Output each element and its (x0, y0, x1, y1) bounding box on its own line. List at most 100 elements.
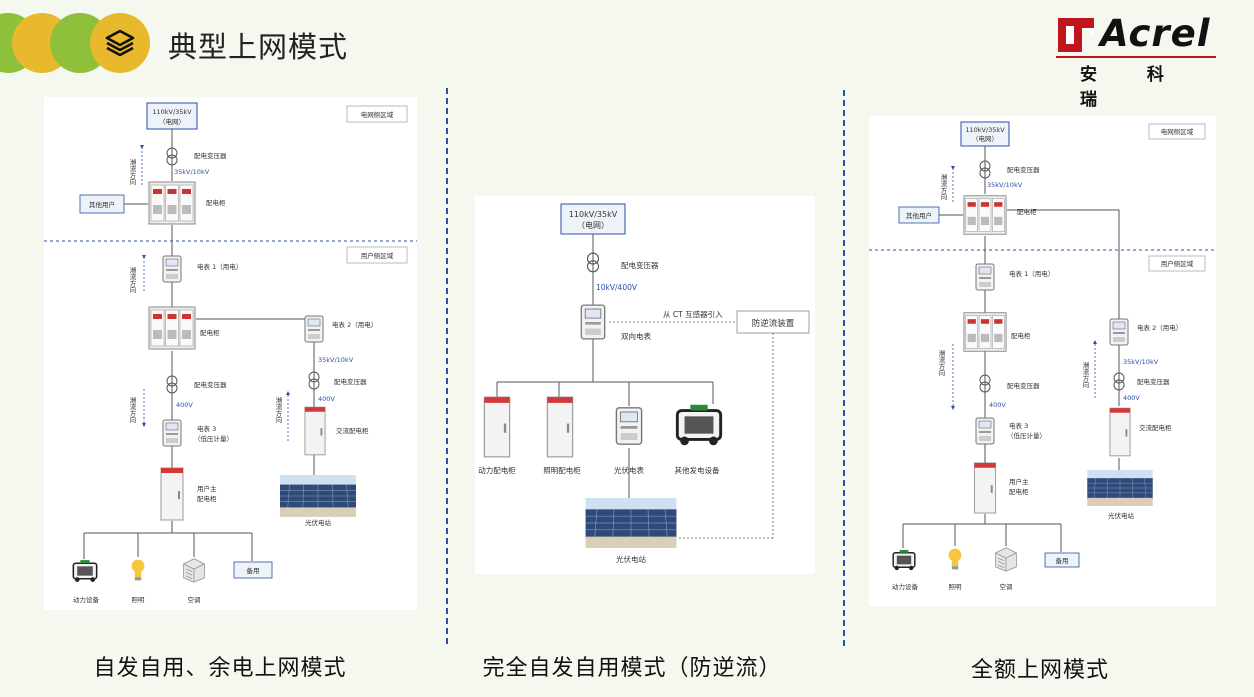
logo-brand: Acrel (1100, 12, 1211, 55)
grid-source-label-2: 110kV/35kV (569, 210, 618, 219)
ac-cabinet-label-p3: 交流配电柜 (1139, 423, 1172, 432)
pv-meter-icon (615, 407, 643, 445)
grid-source-box-3 (960, 121, 1010, 147)
pv-station-label-p2: 光伏电站 (616, 554, 646, 564)
load-label-other-gen: 其他发电设备 (675, 465, 720, 475)
meter-icon (162, 255, 182, 283)
grid-source-sub: （电网） (159, 117, 185, 126)
company-logo: Acrel 安 科 瑞 (1056, 12, 1216, 110)
other-users-label: 其他用户 (89, 200, 115, 209)
load-label-light: 照明 (132, 596, 146, 604)
generator-icon-p2 (675, 403, 723, 447)
switchgear-label-2: 配电柜 (200, 328, 220, 337)
user-region-label-3: 用户侧区域 (1161, 259, 1194, 268)
pv-station-label-p3: 光伏电站 (1108, 511, 1135, 520)
voltage-label: 35kV/10kV (174, 168, 210, 176)
bidir-meter-label: 双向电表 (621, 331, 651, 341)
grid-region-label: 电网侧区域 (361, 110, 394, 119)
grid-region-box-3 (1148, 123, 1206, 140)
load-label-light-p3: 照明 (949, 583, 963, 591)
spare-box-3 (1044, 552, 1080, 568)
ac-cabinet-label: 交流配电柜 (336, 426, 369, 435)
grid-source-sub-2: （电网） (577, 220, 609, 230)
grid-source-sub-3: （电网） (972, 134, 998, 143)
grid-region-box (346, 105, 408, 123)
flow-direction-label-p3-3: 潮流方向 (1081, 361, 1089, 389)
user-region-box-3 (1148, 255, 1206, 272)
meter-icon-p3 (975, 263, 995, 291)
generator-icon-p3 (892, 549, 916, 571)
pv-station-label: 光伏电站 (305, 518, 332, 527)
user-main-label-p3-2: 配电柜 (1009, 487, 1029, 496)
transformer-label: 配电变压器 (194, 151, 227, 160)
ac-unit-icon (183, 558, 205, 583)
flow-direction-label-4: 潮流方向 (274, 396, 282, 424)
meter-icon-2 (304, 315, 324, 343)
flow-direction-label-3: 潮流方向 (128, 396, 136, 424)
user-region-box (346, 246, 408, 264)
solar-panel-icon-p3 (1086, 470, 1154, 506)
pv-transformer-label-p3: 配电变压器 (1137, 377, 1170, 386)
pv-voltage-label-p3: 35kV/10kV (1123, 358, 1159, 366)
user-main-label-2: 配电柜 (197, 494, 217, 503)
bulb-icon-p3 (948, 548, 962, 570)
pv-400-label-p3: 400V (1123, 394, 1140, 402)
flow-direction-label: 潮流方向 (128, 158, 136, 186)
meter2-label: 电表 2（用电） (332, 320, 377, 329)
ac-cabinet-icon-p3 (1109, 407, 1131, 457)
grid-source-label: 110kV/35kV (152, 108, 192, 116)
meter-icon-p3-2 (1109, 318, 1129, 346)
load-label-power-cabinet: 动力配电柜 (478, 465, 516, 475)
solar-panel-icon-p2 (585, 498, 677, 548)
switchgear-label-p3: 配电柜 (1017, 207, 1037, 216)
meter2-label-p3: 电表 2（用电） (1137, 323, 1182, 332)
pv-voltage-label: 35kV/10kV (318, 356, 354, 364)
diagram-full-grid: 电网侧区域 用户侧区域 110kV/35kV （电网） 配电变压器 35kV/1… (869, 116, 1216, 606)
switchgear-label-p3-2: 配电柜 (1011, 331, 1031, 340)
user-main-label: 用户主 (197, 484, 217, 493)
separator-2 (843, 90, 845, 646)
diagram-full-self-use: 110kV/35kV （电网） 配电变压器 10kV/400V 双向电表 从 C… (475, 196, 815, 574)
switchgear-icon-p3 (963, 195, 1007, 235)
caption-self-use-surplus: 自发自用、余电上网模式 (93, 656, 347, 681)
load-label-ac: 空调 (188, 595, 201, 604)
lighting-cabinet-icon (546, 396, 574, 458)
caption-full-self-use: 完全自发自用模式（防逆流） (482, 656, 782, 681)
logo-mark-icon (1058, 18, 1094, 52)
voltage-label-p3-400: 400V (989, 401, 1006, 409)
cabinet-icon-p3 (973, 462, 997, 514)
page-title: 典型上网模式 (168, 30, 349, 64)
transformer-label-p2: 配电变压器 (621, 260, 659, 270)
grid-source-label-3: 110kV/35kV (965, 126, 1005, 134)
pv-transformer-label: 配电变压器 (334, 377, 367, 386)
flow-direction-label-p3: 潮流方向 (939, 173, 947, 201)
load-label-ac-p3: 空调 (1000, 582, 1013, 591)
ac-cabinet-icon (304, 406, 326, 456)
load-label-spare: 备用 (247, 566, 260, 575)
transformer-label-p3: 配电变压器 (1007, 165, 1040, 174)
meter-icon-3 (162, 419, 182, 447)
ct-intro-label: 从 CT 互感器引入 (663, 309, 723, 319)
voltage-label-p3: 35kV/10kV (987, 181, 1023, 189)
flow-direction-label-2: 潮流方向 (128, 266, 136, 294)
logo-underline (1056, 56, 1216, 58)
user-main-label-p3: 用户主 (1009, 477, 1029, 486)
meter3-label: 电表 3 (197, 424, 216, 433)
bulb-icon (131, 559, 145, 581)
switchgear-label: 配电柜 (206, 198, 226, 207)
separator-1 (446, 88, 448, 644)
bidir-meter-icon (580, 304, 606, 340)
switchgear-icon-2 (148, 306, 196, 350)
decor-circle-yellow-2 (90, 13, 150, 73)
load-label-power-p3: 动力设备 (892, 582, 919, 591)
generator-icon (72, 559, 98, 583)
flow-direction-label-p3-2: 潮流方向 (937, 349, 945, 377)
diagram-self-use-surplus: 电网侧区域 用户侧区域 110kV/35kV （电网） 配电变压器 35kV/1… (44, 97, 417, 610)
logo-subtitle: 安 科 瑞 (1080, 65, 1186, 110)
user-region-label: 用户侧区域 (361, 251, 394, 260)
meter-icon-p3-3 (975, 417, 995, 445)
pv-400-label: 400V (318, 395, 335, 403)
anti-reverse-label: 防逆流装置 (752, 318, 795, 329)
cabinet-icon (160, 467, 184, 521)
transformer-label-p3-2: 配电变压器 (1007, 381, 1040, 390)
